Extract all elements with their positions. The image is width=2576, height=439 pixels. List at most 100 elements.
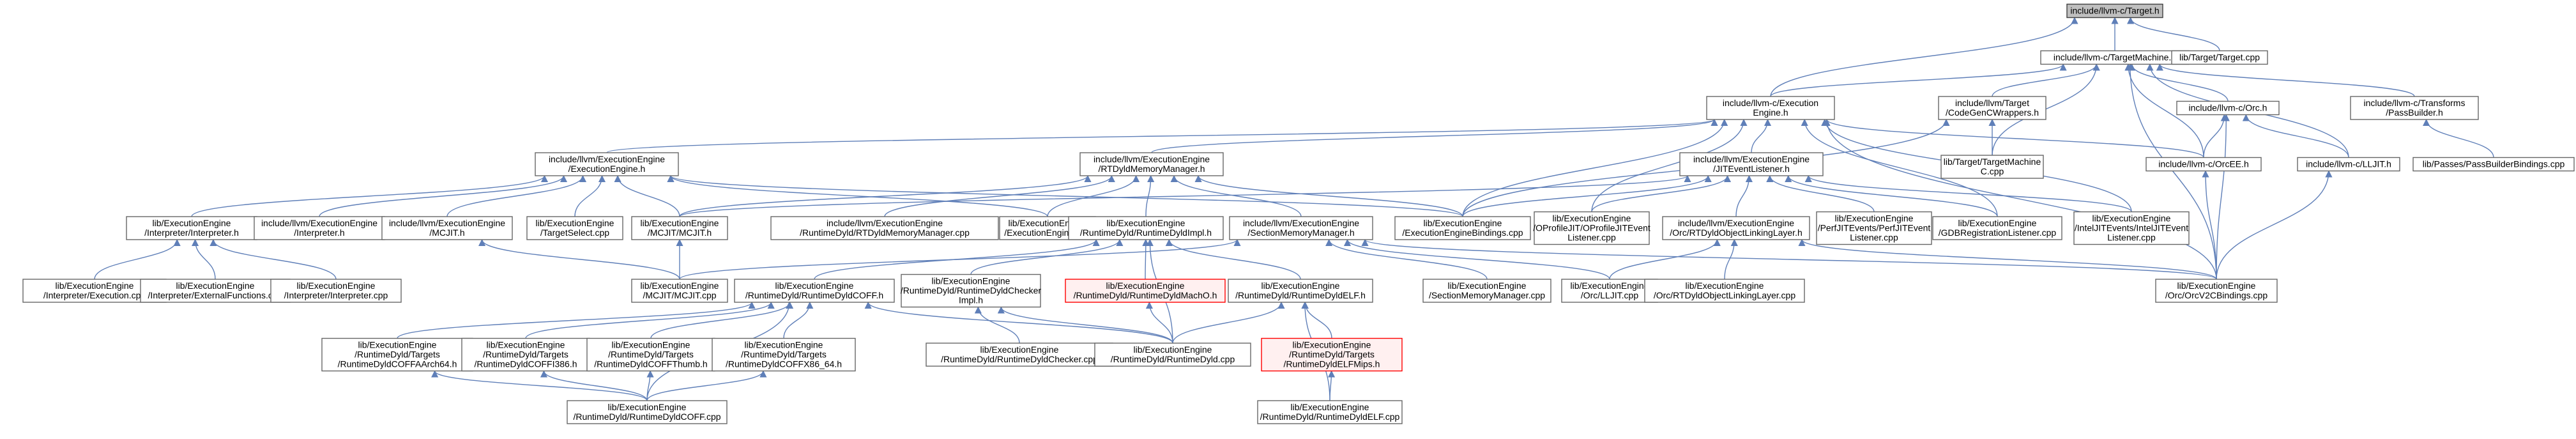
node-box[interactable]: [1534, 211, 1650, 245]
graph-node[interactable]: include/llvm-c/OrcEE.h: [2145, 157, 2262, 172]
graph-node[interactable]: lib/Passes/PassBuilderBindings.cpp: [2412, 157, 2575, 172]
node-label: lib/ExecutionEngine: [1009, 218, 1087, 228]
dependency-edge: [1823, 118, 2217, 280]
graph-node[interactable]: lib/ExecutionEngine/RuntimeDyld/RuntimeD…: [1257, 400, 1403, 424]
node-box[interactable]: [254, 216, 385, 240]
node-box[interactable]: [901, 273, 1041, 308]
graph-node[interactable]: lib/ExecutionEngine/RuntimeDyld/Targets/…: [321, 337, 473, 372]
graph-node[interactable]: lib/ExecutionEngine/RuntimeDyld/RuntimeD…: [1094, 343, 1251, 367]
node-box[interactable]: [2176, 100, 2280, 116]
node-box[interactable]: [1940, 155, 2044, 179]
graph-node[interactable]: lib/ExecutionEngine/ExecutionEngineBindi…: [1394, 216, 1531, 240]
dependency-edge: [2156, 63, 2415, 97]
node-box[interactable]: [2171, 50, 2268, 65]
graph-node[interactable]: lib/ExecutionEngine/MCJIT/MCJIT.h: [631, 216, 728, 240]
graph-node[interactable]: include/llvm-c/Orc.h: [2176, 100, 2280, 116]
node-box[interactable]: [535, 152, 679, 176]
node-box[interactable]: [461, 337, 590, 372]
graph-node[interactable]: include/llvm-c/TargetMachine.h: [2040, 50, 2190, 65]
graph-node[interactable]: lib/ExecutionEngine/RuntimeDyld/Targets/…: [461, 337, 590, 372]
node-box[interactable]: [1394, 216, 1531, 240]
graph-node[interactable]: lib/ExecutionEngine/OProfileJIT/OProfile…: [1533, 211, 1650, 245]
graph-node[interactable]: include/llvm/ExecutionEngine/MCJIT.h: [381, 216, 513, 240]
graph-node[interactable]: include/llvm/ExecutionEngine/Orc/RTDyldO…: [1662, 216, 1810, 240]
node-box[interactable]: [631, 216, 728, 240]
graph-node[interactable]: include/llvm/ExecutionEngine/RuntimeDyld…: [770, 216, 999, 240]
node-box[interactable]: [770, 216, 999, 240]
graph-node[interactable]: lib/ExecutionEngine/RuntimeDyld/RuntimeD…: [901, 273, 1042, 308]
node-box[interactable]: [1094, 343, 1251, 367]
graph-node[interactable]: lib/ExecutionEngine/RuntimeDyld/RuntimeD…: [1065, 279, 1226, 303]
graph-node[interactable]: lib/ExecutionEngine/Orc/OrcV2CBindings.c…: [2155, 279, 2278, 303]
graph-node[interactable]: lib/ExecutionEngine/RuntimeDyld/RuntimeD…: [926, 343, 1113, 367]
node-box[interactable]: [926, 343, 1113, 367]
node-box[interactable]: [2350, 96, 2479, 120]
node-box[interactable]: [140, 279, 291, 303]
graph-node[interactable]: include/llvm/ExecutionEngine/JITEventLis…: [1679, 152, 1824, 176]
node-box[interactable]: [2066, 3, 2163, 19]
graph-node[interactable]: include/llvm-c/Transforms/PassBuilder.h: [2350, 96, 2479, 120]
node-box[interactable]: [1065, 279, 1226, 303]
node-box[interactable]: [1228, 279, 1373, 303]
graph-node[interactable]: include/llvm-c/ExecutionEngine.h: [1706, 96, 1835, 120]
node-box[interactable]: [2412, 157, 2575, 172]
graph-node[interactable]: lib/ExecutionEngine/Interpreter/External…: [140, 279, 291, 303]
graph-node[interactable]: lib/ExecutionEngine/RuntimeDyld/RuntimeD…: [734, 279, 895, 303]
node-box[interactable]: [631, 279, 728, 303]
graph-node[interactable]: include/llvm-c/Target.h: [2066, 3, 2163, 19]
graph-node[interactable]: lib/ExecutionEngine/MCJIT/MCJIT.cpp: [631, 279, 728, 303]
graph-node[interactable]: include/llvm/ExecutionEngine/SectionMemo…: [1229, 216, 1373, 240]
graph-node[interactable]: lib/ExecutionEngine/GDBRegistrationListe…: [1932, 216, 2062, 240]
graph-node[interactable]: lib/ExecutionEngine/RuntimeDyld/RuntimeD…: [567, 400, 728, 424]
graph-node[interactable]: include/llvm/Target/CodeGenCWrappers.h: [1938, 96, 2046, 120]
node-box[interactable]: [567, 400, 728, 424]
node-box[interactable]: [1932, 216, 2062, 240]
graph-node[interactable]: lib/ExecutionEngine/RuntimeDyld/RuntimeD…: [1068, 216, 1224, 240]
graph-node[interactable]: lib/ExecutionEngine/RuntimeDyld/Targets/…: [712, 337, 856, 372]
node-box[interactable]: [126, 216, 257, 240]
node-box[interactable]: [734, 279, 895, 303]
graph-node[interactable]: lib/ExecutionEngine/Orc/LLJIT.cpp: [1561, 279, 1658, 303]
node-box[interactable]: [1561, 279, 1658, 303]
node-box[interactable]: [2297, 157, 2400, 172]
graph-node[interactable]: lib/ExecutionEngine/RuntimeDyld/Targets/…: [1261, 337, 1403, 372]
node-box[interactable]: [712, 337, 856, 372]
node-box[interactable]: [1938, 96, 2046, 120]
node-box[interactable]: [321, 337, 473, 372]
node-box[interactable]: [1079, 152, 1224, 176]
node-box[interactable]: [2073, 211, 2190, 245]
node-box[interactable]: [1257, 400, 1403, 424]
node-label: /RuntimeDyldCOFFThumb.h: [594, 359, 707, 369]
graph-node[interactable]: lib/ExecutionEngine/SectionMemoryManager…: [1422, 279, 1551, 303]
graph-node[interactable]: include/llvm-c/LLJIT.h: [2297, 157, 2400, 172]
node-box[interactable]: [1679, 152, 1824, 176]
graph-node[interactable]: lib/ExecutionEngine/RuntimeDyld/Targets/…: [586, 337, 715, 372]
graph-node[interactable]: include/llvm/ExecutionEngine/ExecutionEn…: [535, 152, 679, 176]
node-box[interactable]: [1644, 279, 1805, 303]
node-box[interactable]: [526, 216, 623, 240]
node-label: /OProfileJIT/OProfileJITEvent: [1533, 223, 1650, 233]
node-box[interactable]: [270, 279, 402, 303]
node-box[interactable]: [381, 216, 513, 240]
graph-node[interactable]: lib/ExecutionEngine/IntelJITEvents/Intel…: [2073, 211, 2190, 245]
node-box[interactable]: [586, 337, 715, 372]
node-box[interactable]: [1662, 216, 1810, 240]
graph-node[interactable]: include/llvm/ExecutionEngine/Interpreter…: [254, 216, 385, 240]
graph-node[interactable]: include/llvm/ExecutionEngine/RTDyldMemor…: [1079, 152, 1224, 176]
graph-node[interactable]: lib/ExecutionEngine/PerfJITEvents/PerfJI…: [1816, 211, 1932, 245]
node-box[interactable]: [1229, 216, 1373, 240]
node-box[interactable]: [1261, 337, 1403, 372]
node-box[interactable]: [1422, 279, 1551, 303]
node-box[interactable]: [2155, 279, 2278, 303]
node-box[interactable]: [1706, 96, 1835, 120]
graph-node[interactable]: lib/ExecutionEngine/Orc/RTDyldObjectLink…: [1644, 279, 1805, 303]
node-box[interactable]: [2145, 157, 2262, 172]
graph-node[interactable]: lib/ExecutionEngine/TargetSelect.cpp: [526, 216, 623, 240]
graph-node[interactable]: lib/ExecutionEngine/Interpreter/Interpre…: [126, 216, 257, 240]
graph-node[interactable]: lib/Target/Target.cpp: [2171, 50, 2268, 65]
node-box[interactable]: [1068, 216, 1224, 240]
graph-node[interactable]: lib/ExecutionEngine/RuntimeDyld/RuntimeD…: [1228, 279, 1373, 303]
node-box[interactable]: [1816, 211, 1932, 245]
graph-node[interactable]: lib/ExecutionEngine/Interpreter/Interpre…: [270, 279, 402, 303]
